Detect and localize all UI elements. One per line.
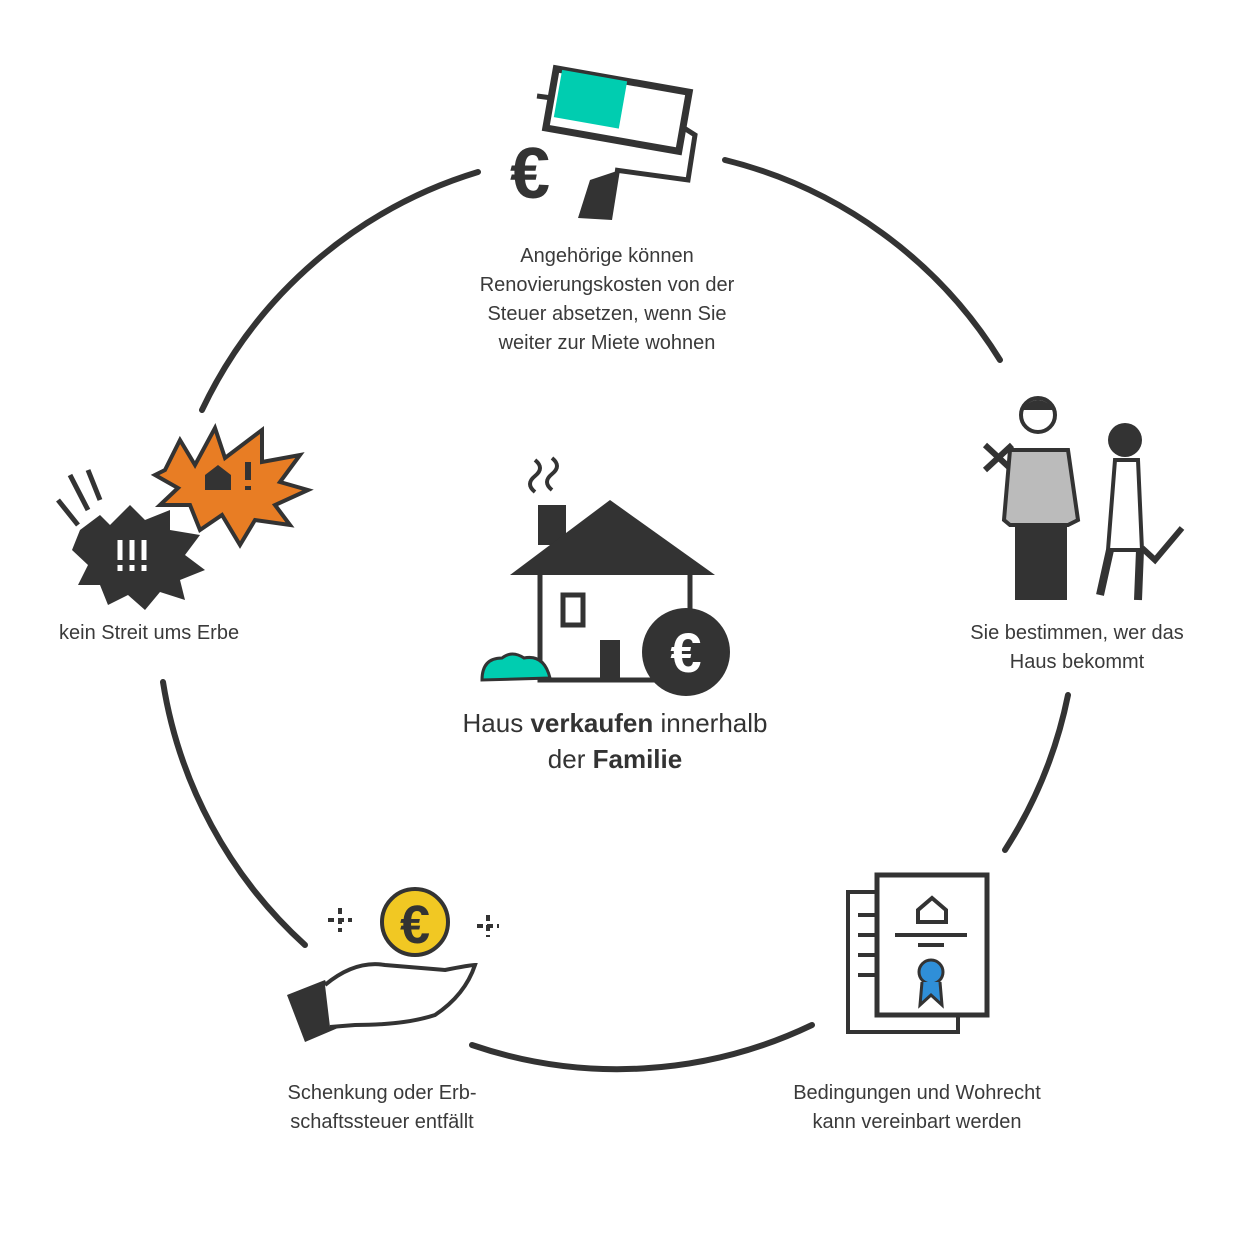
cycle-arc-left: [160, 679, 308, 948]
house-euro-icon: €: [480, 456, 730, 696]
benefit-tax-free-text: Schenkung oder Erb- schaftssteuer entfäl…: [232, 1079, 532, 1137]
benefit-line: Steuer absetzen, wenn Sie: [487, 303, 727, 325]
benefit-line: weiter zur Miete wohnen: [498, 332, 716, 354]
benefit-line: Bedingungen und Wohrecht: [793, 1082, 1041, 1104]
benefit-line: Schenkung oder Erb-: [287, 1082, 477, 1104]
benefit-renovation-text: Angehörige können Renovierungskosten von…: [407, 242, 807, 358]
hand-coin-icon: €: [287, 887, 499, 1042]
cycle-arc-top-right: [722, 157, 1003, 363]
cycle-arc-bottom: [469, 1022, 815, 1073]
cycle-arc-top-left: [199, 169, 481, 413]
benefit-line: kann vereinbart werden: [812, 1111, 1022, 1133]
benefit-line: Renovierungskosten von der: [479, 274, 735, 296]
benefit-line: schaftssteuer entfällt: [290, 1111, 474, 1133]
title-bold: verkaufen: [530, 708, 654, 738]
family-choice-icon: [982, 396, 1185, 601]
conflict-burst-icon: [56, 422, 314, 610]
svg-text:€: €: [670, 621, 701, 684]
contract-document-icon: [846, 872, 990, 1034]
svg-text:€: €: [510, 134, 550, 214]
title-bold: Familie: [592, 744, 683, 774]
title-text: Haus: [462, 708, 531, 738]
benefit-line: Angehörige können: [520, 245, 694, 267]
benefit-line: Haus bekommt: [1009, 651, 1145, 673]
benefit-line: kein Streit ums Erbe: [59, 622, 240, 644]
benefit-no-dispute-text: kein Streit ums Erbe: [59, 619, 239, 648]
title-text: der: [547, 744, 593, 774]
title-text: innerhalb: [653, 708, 768, 738]
benefit-choose-heir-text: Sie bestimmen, wer das Haus bekommt: [927, 619, 1227, 677]
svg-text:€: €: [400, 895, 430, 955]
benefit-conditions-text: Bedingungen und Wohrecht kann vereinbart…: [767, 1079, 1067, 1137]
center-title: Haus verkaufen innerhalb der Familie: [415, 705, 815, 777]
cycle-arc-right: [1002, 692, 1071, 853]
paint-roller-euro-icon: €: [510, 64, 698, 220]
benefit-line: Sie bestimmen, wer das: [970, 622, 1184, 644]
